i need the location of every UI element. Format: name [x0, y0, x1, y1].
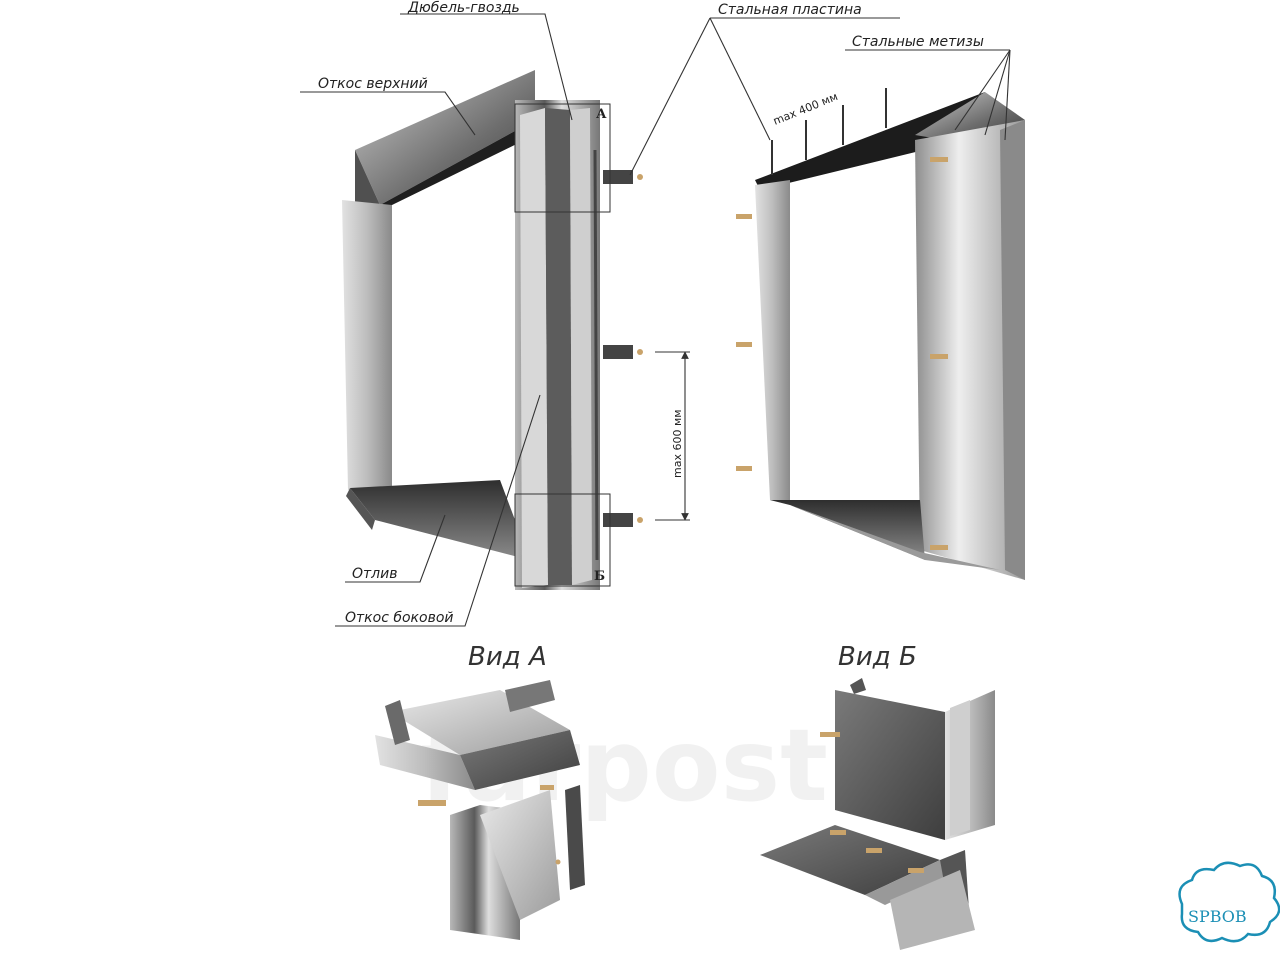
detail-box-b — [514, 493, 611, 587]
steel-fasteners — [771, 88, 887, 175]
marker-a: А — [596, 107, 607, 122]
spbob-logo: SPBOB — [1178, 861, 1280, 943]
dimension-max-600: max 600 мм — [671, 409, 684, 478]
left-frame-assembly: А Б max 600 мм — [342, 70, 690, 590]
view-b-detail — [760, 678, 995, 950]
logo-text: SPBOB — [1188, 907, 1247, 926]
right-frame-assembly: max 400 мм — [736, 88, 1025, 580]
label-steel-fasteners: Стальные метизы — [852, 34, 984, 50]
view-b-title: Вид Б — [838, 642, 917, 672]
label-steel-plate: Стальная пластина — [718, 2, 862, 18]
right-leaders — [709, 17, 1011, 141]
view-a-detail — [375, 680, 585, 940]
label-dowel-nail: Дюбель-гвоздь — [407, 0, 520, 16]
label-sill: Отлив — [352, 566, 397, 582]
marker-b: Б — [594, 569, 605, 584]
label-side-slope: Откос боковой — [345, 610, 453, 626]
view-a-title: Вид А — [468, 642, 547, 672]
side-fasteners — [736, 157, 948, 550]
label-top-slope: Откос верхний — [318, 76, 428, 92]
left-leaders — [300, 13, 711, 627]
detail-box-a — [514, 103, 611, 213]
steel-plate-brackets — [603, 170, 643, 527]
